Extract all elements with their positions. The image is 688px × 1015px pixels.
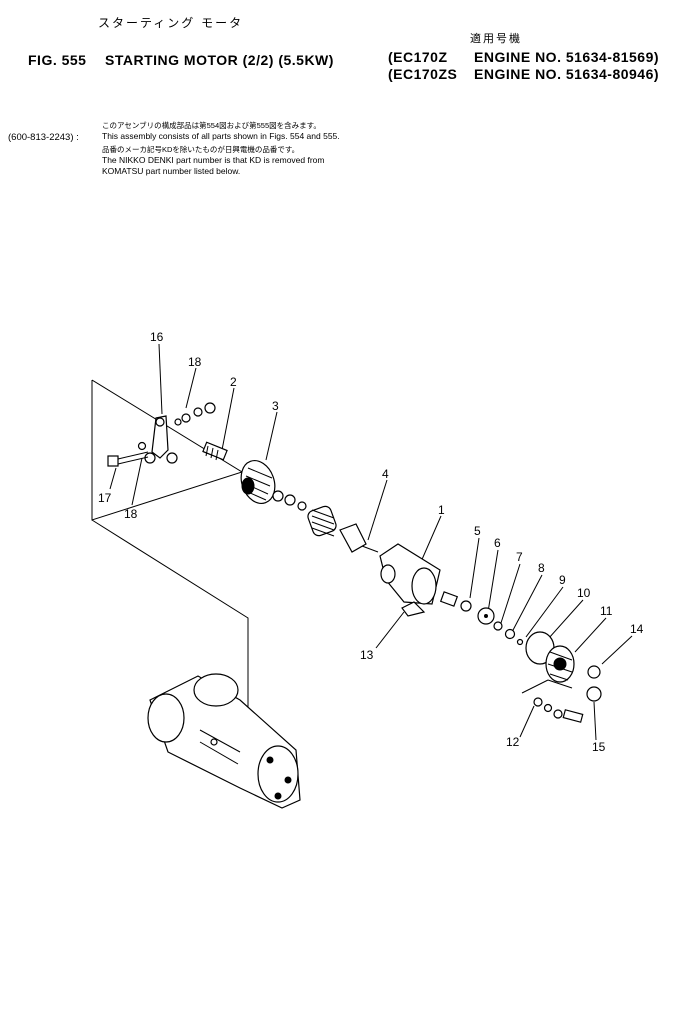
small-parts-5-10 bbox=[439, 591, 555, 665]
callout-1: 1 bbox=[438, 503, 445, 517]
callout-15: 15 bbox=[592, 740, 606, 754]
title-japanese: スターティング モータ bbox=[98, 16, 244, 30]
part-3-pinion-gear bbox=[240, 460, 276, 504]
callout-18-lower: 18 bbox=[124, 507, 138, 521]
note-line-3: KOMATSU part number listed below. bbox=[102, 166, 241, 176]
detail-frame bbox=[91, 379, 249, 719]
callout-5: 5 bbox=[474, 524, 481, 538]
engine-range-1: ENGINE NO. 51634-81569) bbox=[474, 49, 660, 65]
callout-7: 7 bbox=[516, 550, 523, 564]
callout-4: 4 bbox=[382, 467, 389, 481]
part-2-plunger bbox=[202, 441, 228, 461]
part-15-cap bbox=[586, 686, 602, 702]
model-ec170zs: (EC170ZS bbox=[388, 66, 458, 82]
callout-2: 2 bbox=[230, 375, 237, 389]
part-11-end-cover bbox=[545, 645, 575, 683]
part-4-shaft bbox=[339, 523, 379, 553]
lever-group bbox=[107, 402, 216, 467]
callout-13: 13 bbox=[360, 648, 374, 662]
callout-labels: 1 2 3 4 5 6 7 8 9 10 11 12 13 14 15 16 1… bbox=[98, 330, 644, 754]
callout-11: 11 bbox=[600, 604, 613, 618]
callout-16: 16 bbox=[150, 330, 164, 344]
part-12-bolts bbox=[533, 697, 584, 723]
callout-6: 6 bbox=[494, 536, 501, 550]
model-ec170z: (EC170Z bbox=[388, 49, 448, 65]
engine-range-2: ENGINE NO. 51634-80946) bbox=[474, 66, 660, 82]
callout-12: 12 bbox=[506, 735, 520, 749]
starter-motor-assembly bbox=[147, 673, 301, 809]
callout-14: 14 bbox=[630, 622, 644, 636]
clutch-parts bbox=[272, 490, 337, 537]
callout-10: 10 bbox=[577, 586, 591, 600]
figure-title: STARTING MOTOR (2/2) (5.5KW) bbox=[105, 52, 334, 68]
applicability-japanese: 適用号機 bbox=[470, 32, 522, 45]
part-1-housing bbox=[379, 543, 441, 605]
note-line-2: The NIKKO DENKI part number is that KD i… bbox=[102, 155, 325, 165]
callout-17: 17 bbox=[98, 491, 112, 505]
callout-9: 9 bbox=[559, 573, 566, 587]
note-japanese-2: 品番のメーカ記号KDを除いたものが日興電機の品番です。 bbox=[102, 145, 300, 154]
note-line-1: This assembly consists of all parts show… bbox=[102, 131, 340, 141]
callout-18-upper: 18 bbox=[188, 355, 202, 369]
assembly-number: (600-813-2243) : bbox=[8, 132, 79, 143]
leader-lines bbox=[109, 343, 633, 741]
callout-3: 3 bbox=[272, 399, 279, 413]
part-14-cap bbox=[587, 665, 601, 679]
figure-number: FIG. 555 bbox=[28, 52, 87, 68]
part-13-clip bbox=[401, 601, 426, 617]
callout-8: 8 bbox=[538, 561, 545, 575]
note-japanese-1: このアセンブリの構成部品は第554図および第555図を含みます。 bbox=[102, 121, 321, 130]
